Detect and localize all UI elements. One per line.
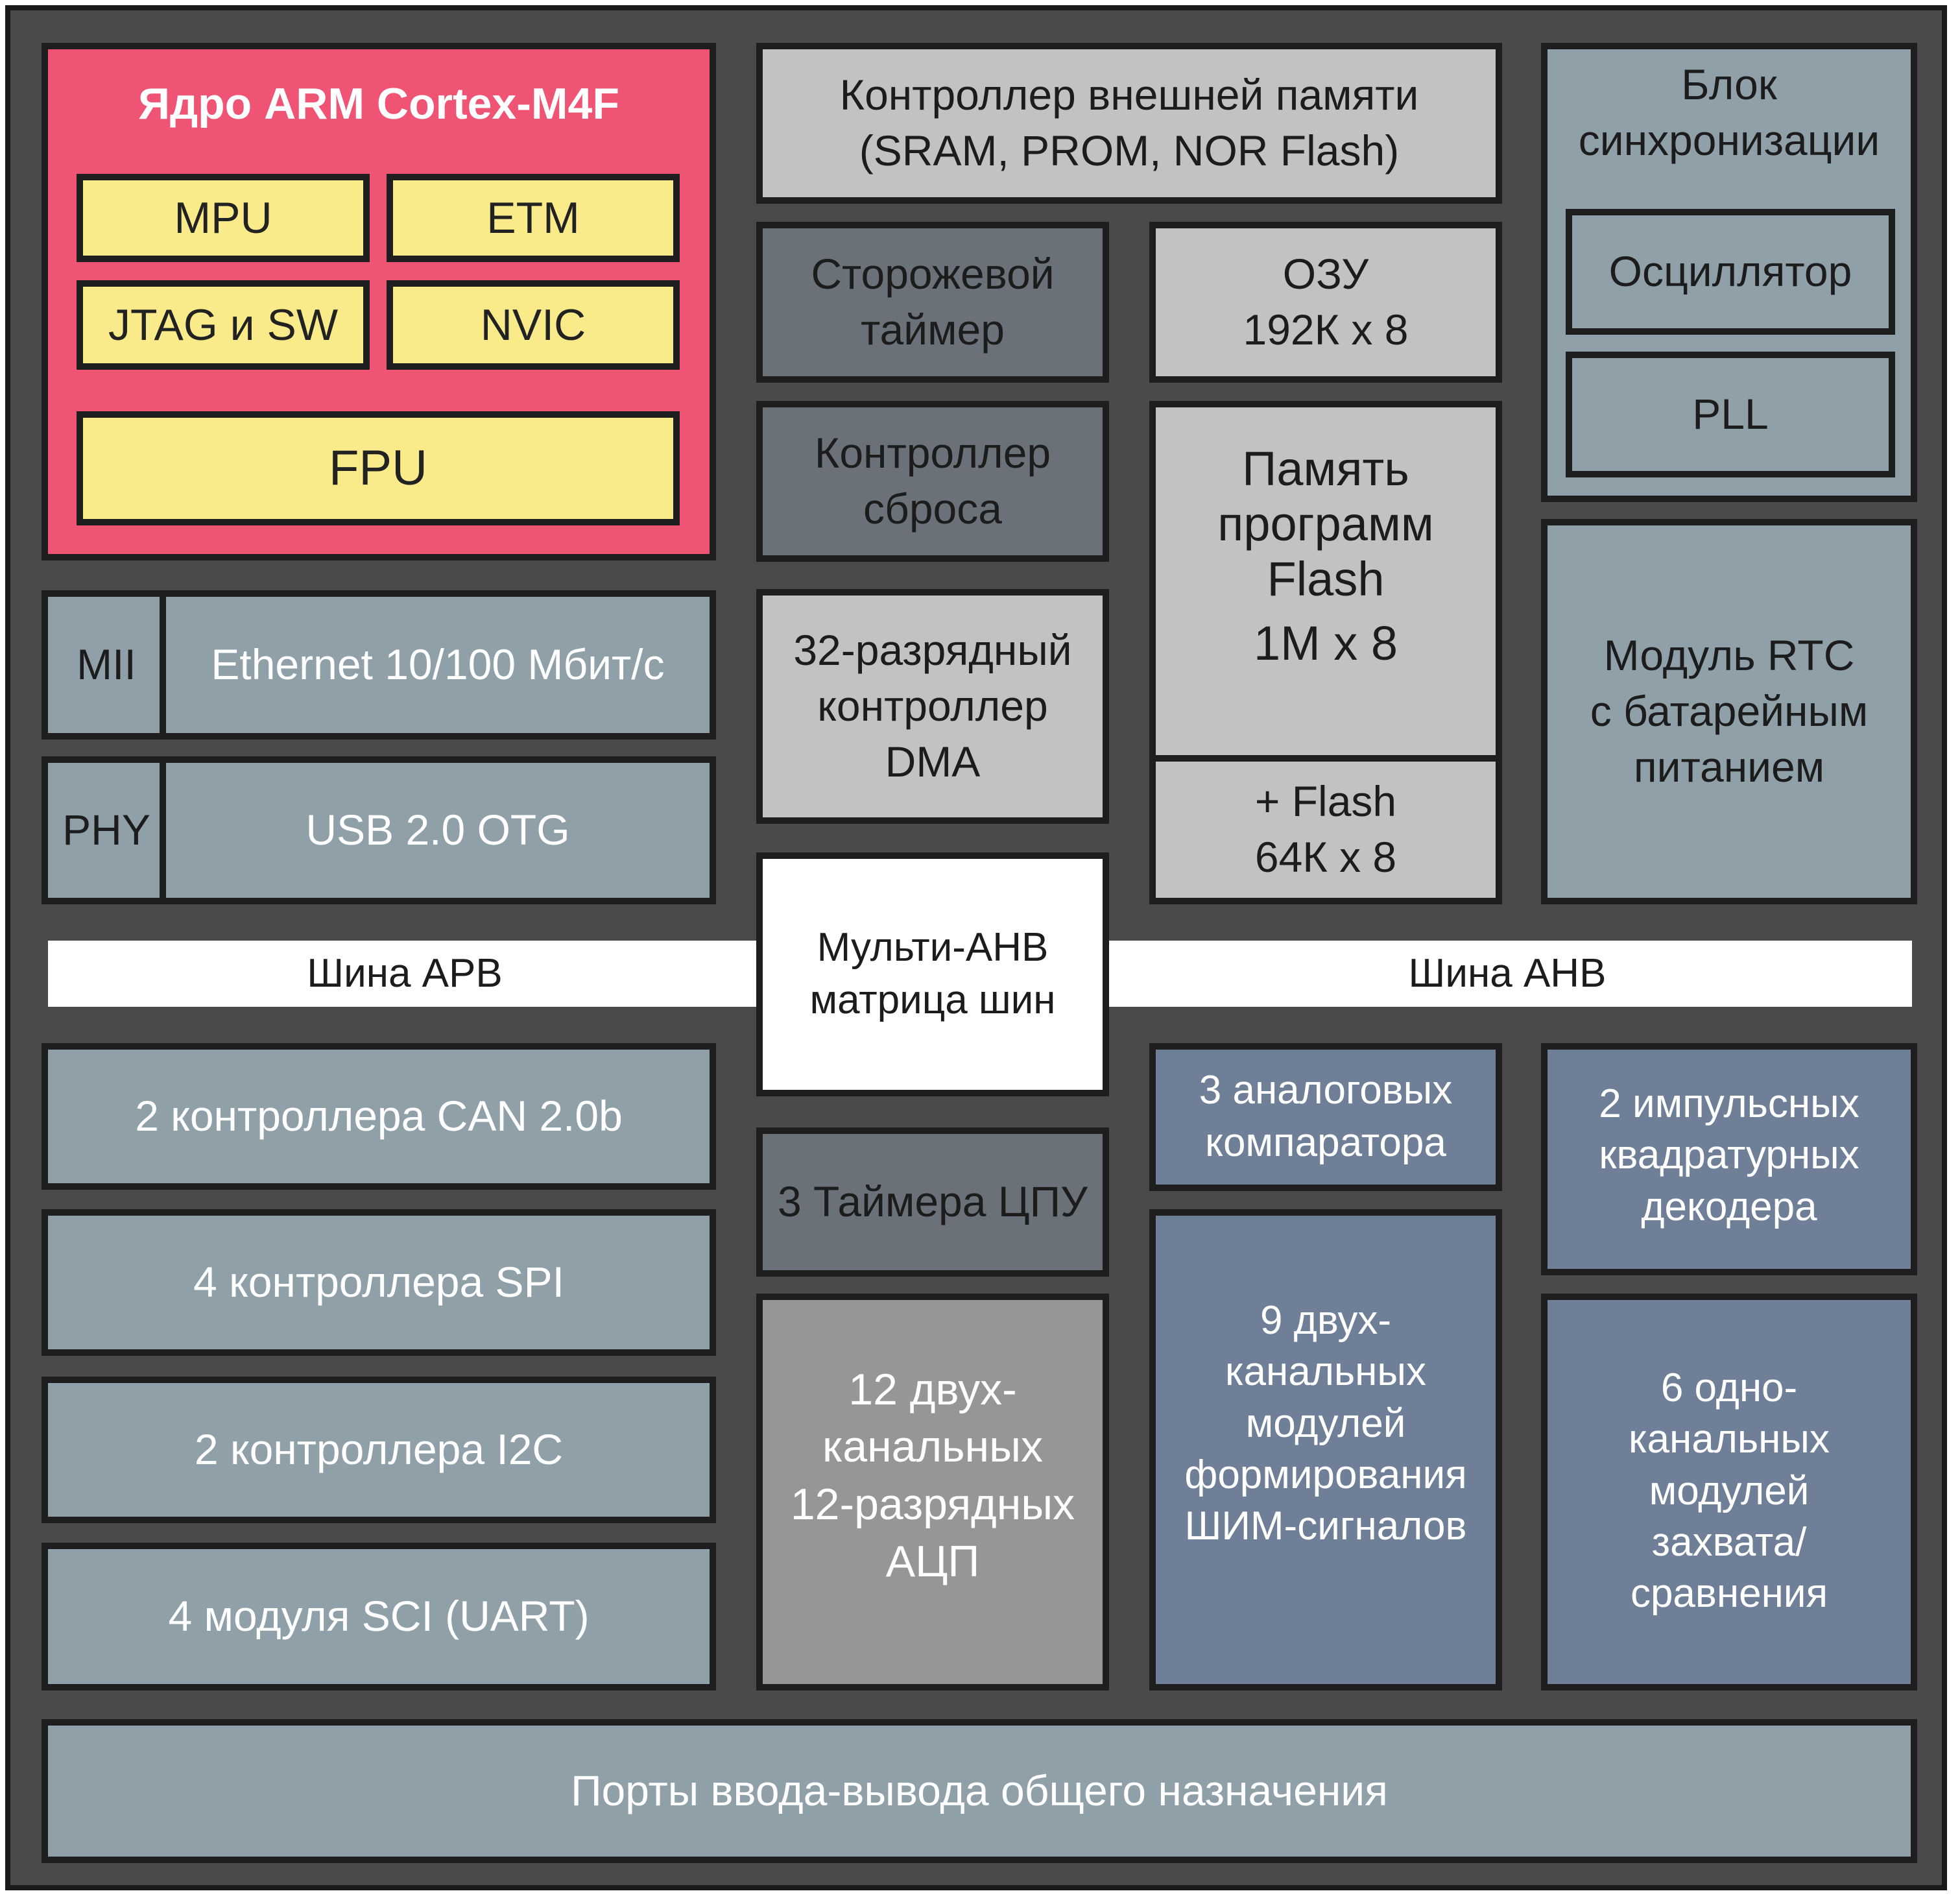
capture-compare-modules: 6 одно- канальных модулей захвата/ сравн… bbox=[1541, 1294, 1917, 1691]
analog-comparators: 3 аналоговых компаратора bbox=[1149, 1043, 1502, 1191]
rtc-module: Модуль RTC с батарейным питанием bbox=[1541, 519, 1917, 904]
pll-block: PLL bbox=[1566, 352, 1895, 477]
quadrature-decoders: 2 импульсных квадратурных декодера bbox=[1541, 1043, 1917, 1275]
multi-ahb-bus-matrix: Мульти-AHB матрица шин bbox=[756, 852, 1109, 1096]
ethernet-block: Ethernet 10/100 Мбит/с bbox=[160, 590, 716, 740]
spi-controllers: 4 контроллера SPI bbox=[42, 1209, 716, 1356]
apb-bus: Шина APB bbox=[48, 941, 761, 1007]
nvic-block: NVIC bbox=[387, 280, 680, 370]
ahb-bus: Шина AHB bbox=[1103, 941, 1912, 1007]
mii-block: MII bbox=[42, 590, 171, 740]
dma-controller: 32-разрядный контроллер DMA bbox=[756, 589, 1109, 824]
etm-block: ETM bbox=[387, 174, 680, 262]
cpu-timers: 3 Таймера ЦПУ bbox=[756, 1127, 1109, 1277]
external-memory-controller: Контроллер внешней памяти (SRAM, PROM, N… bbox=[756, 43, 1502, 204]
extra-flash-memory: + Flash 64К x 8 bbox=[1149, 755, 1502, 904]
arm-core-title: Ядро ARM Cortex-M4F bbox=[138, 79, 619, 128]
adc-block: 12 двух- канальных 12-разрядных АЦП bbox=[756, 1294, 1109, 1691]
ram-block: ОЗУ 192К x 8 bbox=[1149, 222, 1502, 383]
sci-uart-modules: 4 модуля SCI (UART) bbox=[42, 1543, 716, 1691]
oscillator-block: Осциллятор bbox=[1566, 209, 1895, 335]
fpu-block: FPU bbox=[77, 411, 680, 525]
i2c-controllers: 2 контроллера I2C bbox=[42, 1377, 716, 1523]
watchdog-timer: Сторожевой таймер bbox=[756, 222, 1109, 383]
gpio-ports: Порты ввода-вывода общего назначения bbox=[42, 1719, 1917, 1863]
program-flash-memory: Память программ Flash 1M x 8 bbox=[1149, 401, 1502, 767]
reset-controller: Контроллер сброса bbox=[756, 401, 1109, 562]
jtag-sw-block: JTAG и SW bbox=[77, 280, 370, 370]
pwm-modules: 9 двух- канальных модулей формирования Ш… bbox=[1149, 1209, 1502, 1691]
can-controllers: 2 контроллера CAN 2.0b bbox=[42, 1043, 716, 1190]
mpu-block: MPU bbox=[77, 174, 370, 262]
usb-otg-block: USB 2.0 OTG bbox=[160, 756, 716, 904]
phy-block: PHY bbox=[42, 756, 171, 904]
